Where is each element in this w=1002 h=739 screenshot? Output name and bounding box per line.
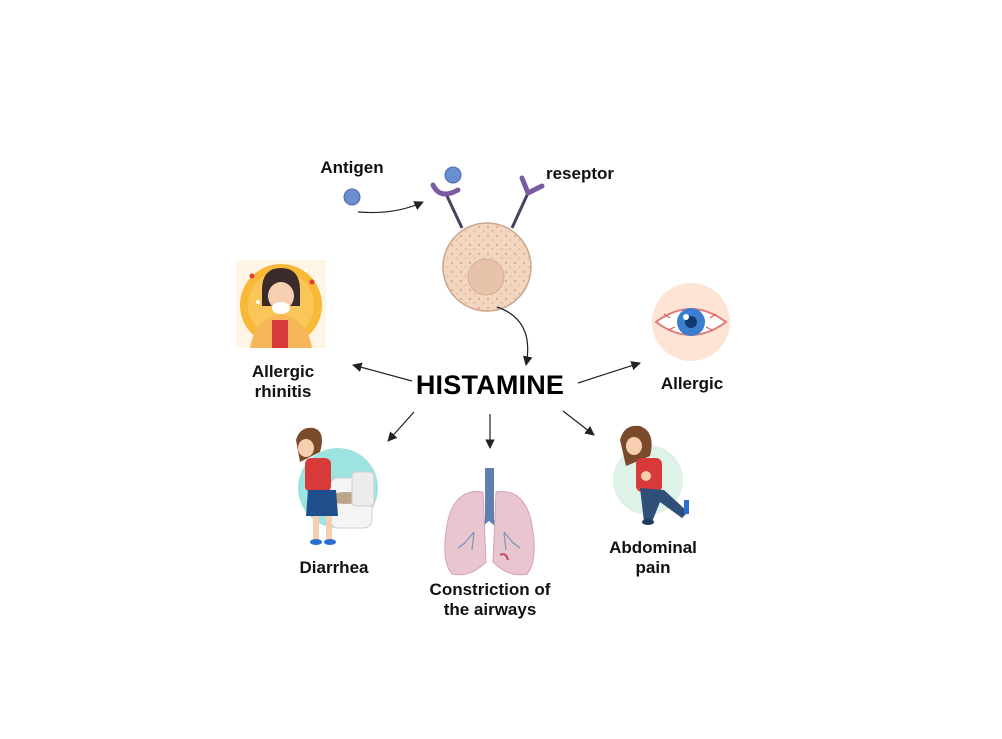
rhinitis-icon — [236, 260, 326, 348]
arrow-antigen-to-receptor — [357, 201, 424, 214]
arrow-to-diarrhea — [387, 411, 415, 442]
allergic-rhinitis-label: Allergic rhinitis — [243, 362, 323, 402]
airways-line2: the airways — [443, 600, 537, 619]
antigen-label: Antigen — [320, 158, 384, 177]
allergic-label: Allergic — [660, 374, 724, 393]
airways-line1: Constriction of — [429, 580, 551, 599]
arrow-to-abdominal — [562, 410, 595, 436]
airways-label: Constriction of the airways — [420, 580, 560, 620]
histamine-title: HISTAMINE — [415, 370, 565, 400]
lungs-icon — [444, 468, 535, 576]
receptor-icon — [430, 166, 545, 229]
diarrhea-icon — [296, 427, 378, 545]
antigen-icon — [343, 188, 361, 206]
eye-icon — [652, 283, 730, 361]
receptor-label: reseptor — [545, 164, 615, 183]
abdominal-line1: Abdominal — [609, 538, 697, 557]
abdominal-pain-label: Abdominal pain — [603, 538, 703, 578]
allergic-rhinitis-line1: Allergic — [251, 362, 315, 381]
abdominal-pain-icon — [613, 425, 689, 525]
diarrhea-label: Diarrhea — [299, 558, 369, 577]
allergic-rhinitis-line2: rhinitis — [254, 382, 312, 401]
mast-cell-icon — [442, 222, 532, 312]
abdominal-line2: pain — [635, 558, 671, 577]
arrow-to-allergic — [577, 361, 641, 384]
arrow-to-rhinitis — [352, 362, 413, 382]
arrow-cell-to-histamine — [496, 306, 533, 366]
